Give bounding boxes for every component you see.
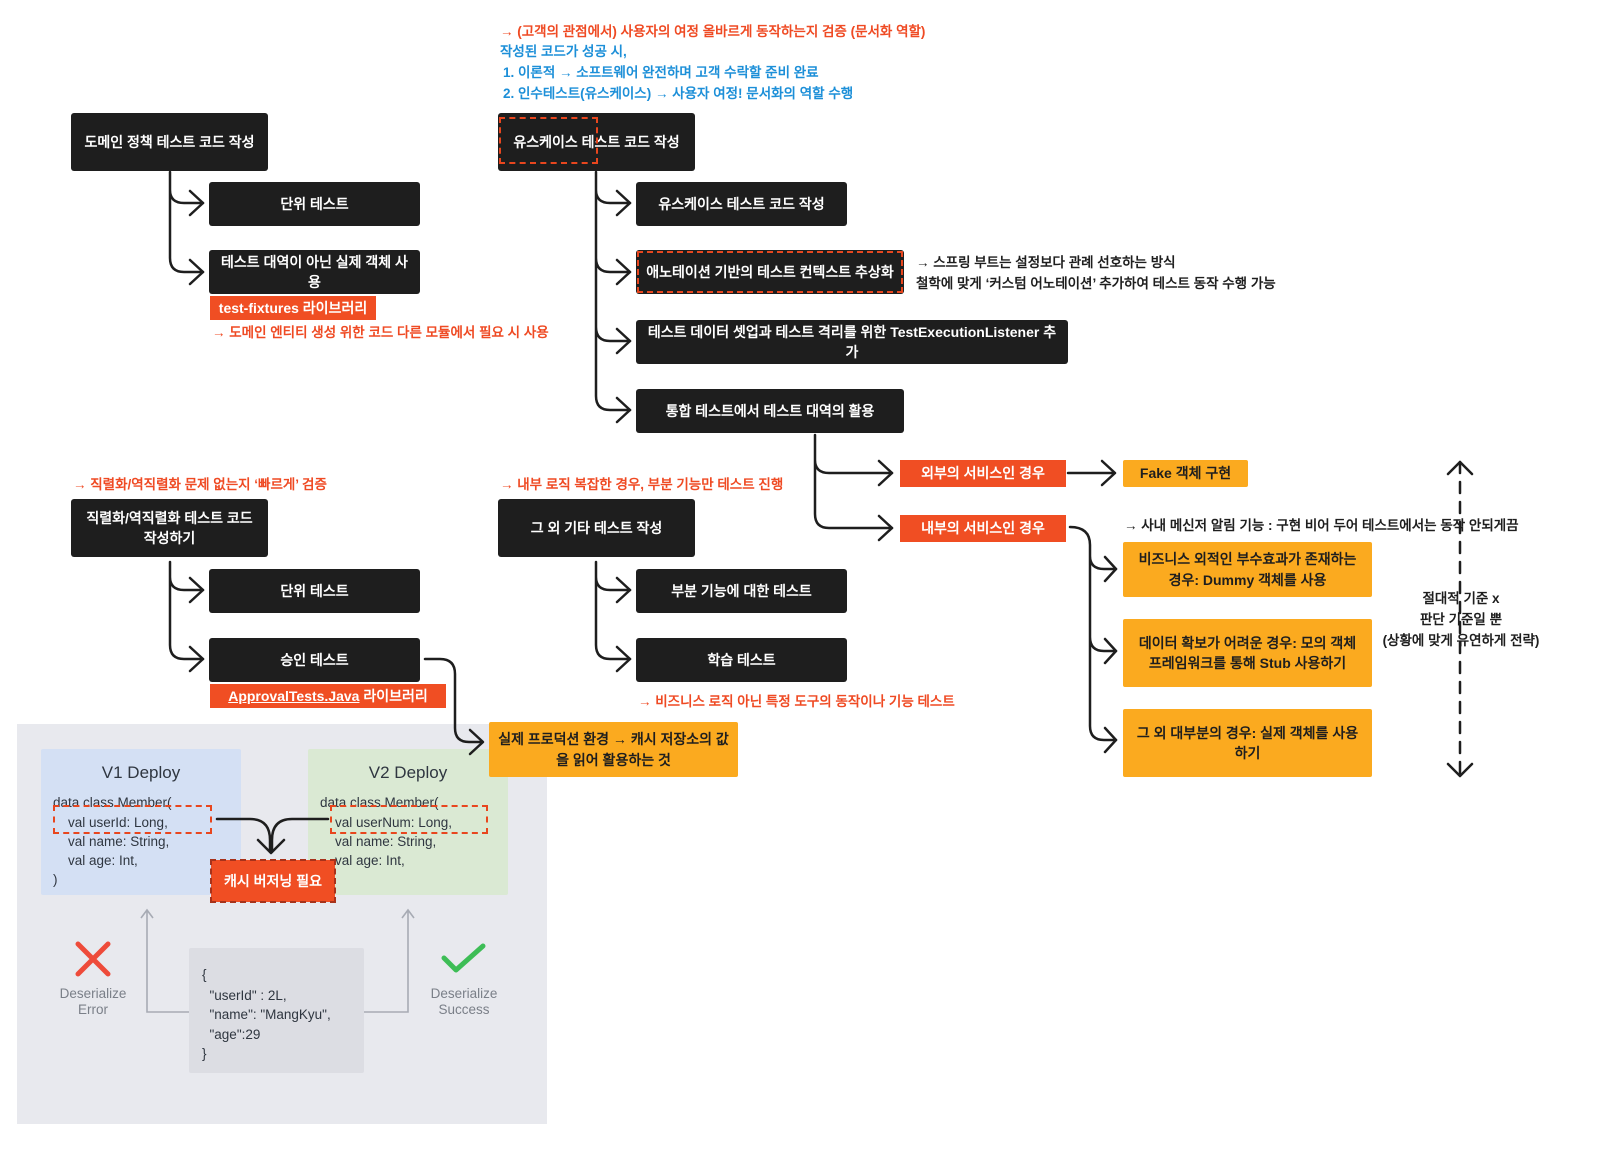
- usecase-sub-test-box: 유스케이스 테스트 코드 작성: [636, 182, 847, 226]
- v1-deploy-title: V1 Deploy: [101, 763, 181, 782]
- error-label-line: Error: [78, 1002, 108, 1017]
- note-internal-logic: → 내부 로직 복잡한 경우, 부분 기능만 테스트 진행: [500, 477, 784, 492]
- v2-code-line: val userNum: Long,: [320, 815, 453, 830]
- highlight-dashed: [637, 251, 903, 293]
- side-note-2: 판단 기준일 뿐: [1419, 612, 1503, 627]
- approvaltests-link[interactable]: ApprovalTests.Java: [228, 687, 360, 704]
- real-object-box: 테스트 대역이 아닌 실제 객체 사용: [209, 250, 420, 294]
- approvaltests-library-tag: ApprovalTests.Java 라이브러리: [210, 684, 446, 708]
- arrowhead: [188, 576, 205, 673]
- arrowhead: [615, 576, 632, 673]
- highlight-dashed: [210, 859, 336, 903]
- library-suffix: 라이브러리: [359, 687, 428, 704]
- external-service-tag: 외부의 서비스인 경우: [900, 460, 1066, 487]
- annotation-context-box: 애노테이션 기반의 테스트 컨텍스트 추상화: [636, 250, 904, 294]
- domain-policy-test-box: 도메인 정책 테스트 코드 작성: [71, 113, 268, 171]
- serial-unit-test-box: 단위 테스트: [209, 569, 420, 613]
- json-line: "age":29: [202, 1027, 261, 1042]
- note-spring-2: 철학에 맞게 ‘커스텀 어노테이션’ 추가하여 테스트 동작 수행 가능: [916, 276, 1276, 291]
- v1-code-line: val userId: Long,: [53, 815, 168, 830]
- v2-code-line: val age: Int,: [320, 853, 405, 868]
- connector-integration: [813, 433, 894, 530]
- real-object-most-box: 그 외 대부분의 경우: 실제 객체를 사용하기: [1123, 709, 1372, 777]
- side-note-1: 절대적 기준 x: [1422, 591, 1500, 606]
- note-success-2: 2. 인수테스트(유스케이스) → 사용자 여정! 문서화의 역할 수행: [503, 86, 854, 101]
- success-label-line: Success: [438, 1002, 490, 1017]
- v2-deploy-card: V2 Deploy: [308, 749, 508, 895]
- note-usecase-purpose: → (고객의 관점에서) 사용자의 여정 올바르게 동작하는지 검증 (문서화 …: [500, 24, 926, 39]
- deserialize-error-label: Deserialize Error: [48, 986, 138, 1018]
- json-line: "userId" : 2L,: [202, 988, 287, 1003]
- connector-serial: [168, 560, 205, 661]
- arrowhead: [877, 459, 894, 542]
- json-payload-card: [189, 948, 364, 1073]
- note-success-1: 1. 이론적 → 소프트웨어 완전하며 고객 수락할 준비 완료: [503, 65, 819, 80]
- note-learning: → 비즈니스 로직 아닌 특정 도구의 동작이나 기능 테스트: [638, 694, 955, 709]
- note-serialization: → 직렬화/역직렬화 문제 없는지 ‘빠르게’ 검증: [73, 477, 327, 492]
- deserialize-success-label: Deserialize Success: [419, 986, 509, 1018]
- learning-test-box: 학습 테스트: [636, 638, 847, 682]
- connector-usecase: [594, 170, 632, 412]
- domain-unit-test-box: 단위 테스트: [209, 182, 420, 226]
- highlight-dashed: [330, 805, 488, 834]
- integration-test-box: 통합 테스트에서 테스트 대역의 활용: [636, 389, 904, 433]
- other-test-box: 그 외 기타 테스트 작성: [498, 499, 695, 557]
- error-label-line: Deserialize: [59, 986, 127, 1001]
- fake-object-tag: Fake 객체 구현: [1123, 460, 1248, 487]
- arrowhead: [615, 189, 632, 424]
- note-fixtures: → 도메인 엔티티 생성 위한 코드 다른 모듈에서 필요 시 사용: [212, 325, 549, 340]
- dummy-object-box: 비즈니스 외적인 부수효과가 존재하는 경우: Dummy 객체를 사용: [1123, 542, 1372, 597]
- connector-external-fake: [1066, 459, 1117, 487]
- json-line: {: [202, 967, 207, 982]
- stub-object-box: 데이터 확보가 어려운 경우: 모의 객체 프레임워크를 통해 Stub 사용하…: [1123, 619, 1372, 687]
- v2-deploy-title: V2 Deploy: [368, 763, 448, 782]
- v2-code-line: val name: String,: [320, 834, 437, 849]
- side-note-3: (상황에 맞게 유연하게 전략): [1382, 633, 1540, 648]
- highlight-dashed: [53, 805, 212, 834]
- serialization-test-box: 직렬화/역직렬화 테스트 코드 작성하기: [71, 499, 268, 557]
- connector-other: [594, 560, 632, 661]
- v1-code-line: val age: Int,: [53, 853, 138, 868]
- v1-deploy-card: V1 Deploy: [41, 749, 241, 895]
- test-fixtures-tag: test-fixtures 라이브러리: [210, 296, 376, 320]
- connector-internal: [1068, 525, 1118, 742]
- internal-service-tag: 내부의 서비스인 경우: [900, 515, 1066, 542]
- json-line: }: [202, 1046, 207, 1061]
- partial-test-box: 부분 기능에 대한 테스트: [636, 569, 847, 613]
- v1-code-line: ): [53, 872, 58, 887]
- cache-versioning-tag: 캐시 버저닝 필요: [211, 860, 335, 902]
- approval-test-box: 승인 테스트: [209, 638, 420, 682]
- arrowhead: [1103, 555, 1118, 754]
- v1-code-line: val name: String,: [53, 834, 170, 849]
- note-messenger: → 사내 메신저 알림 기능 : 구현 비어 두어 테스트에서는 동작 안되게끔: [1124, 518, 1519, 533]
- note-spring-1: → 스프링 부트는 설정보다 관례 선호하는 방식: [916, 255, 1176, 270]
- flexible-criteria-note: 절대적 기준 x 판단 기준일 뿐 (상황에 맞게 유연하게 전략): [1380, 588, 1542, 651]
- connector-domain: [168, 170, 205, 274]
- success-label-line: Deserialize: [430, 986, 498, 1001]
- json-line: "name": "MangKyu",: [202, 1007, 331, 1022]
- listener-box: 테스트 데이터 셋업과 테스트 격리를 위한 TestExecutionList…: [636, 320, 1068, 364]
- arrowhead: [188, 189, 205, 286]
- highlight-dashed: [499, 117, 598, 164]
- production-cache-box: 실제 프로덕션 환경 → 캐시 저장소의 값을 읽어 활용하는 것: [489, 722, 738, 777]
- note-success-header: 작성된 코드가 성공 시,: [500, 44, 627, 59]
